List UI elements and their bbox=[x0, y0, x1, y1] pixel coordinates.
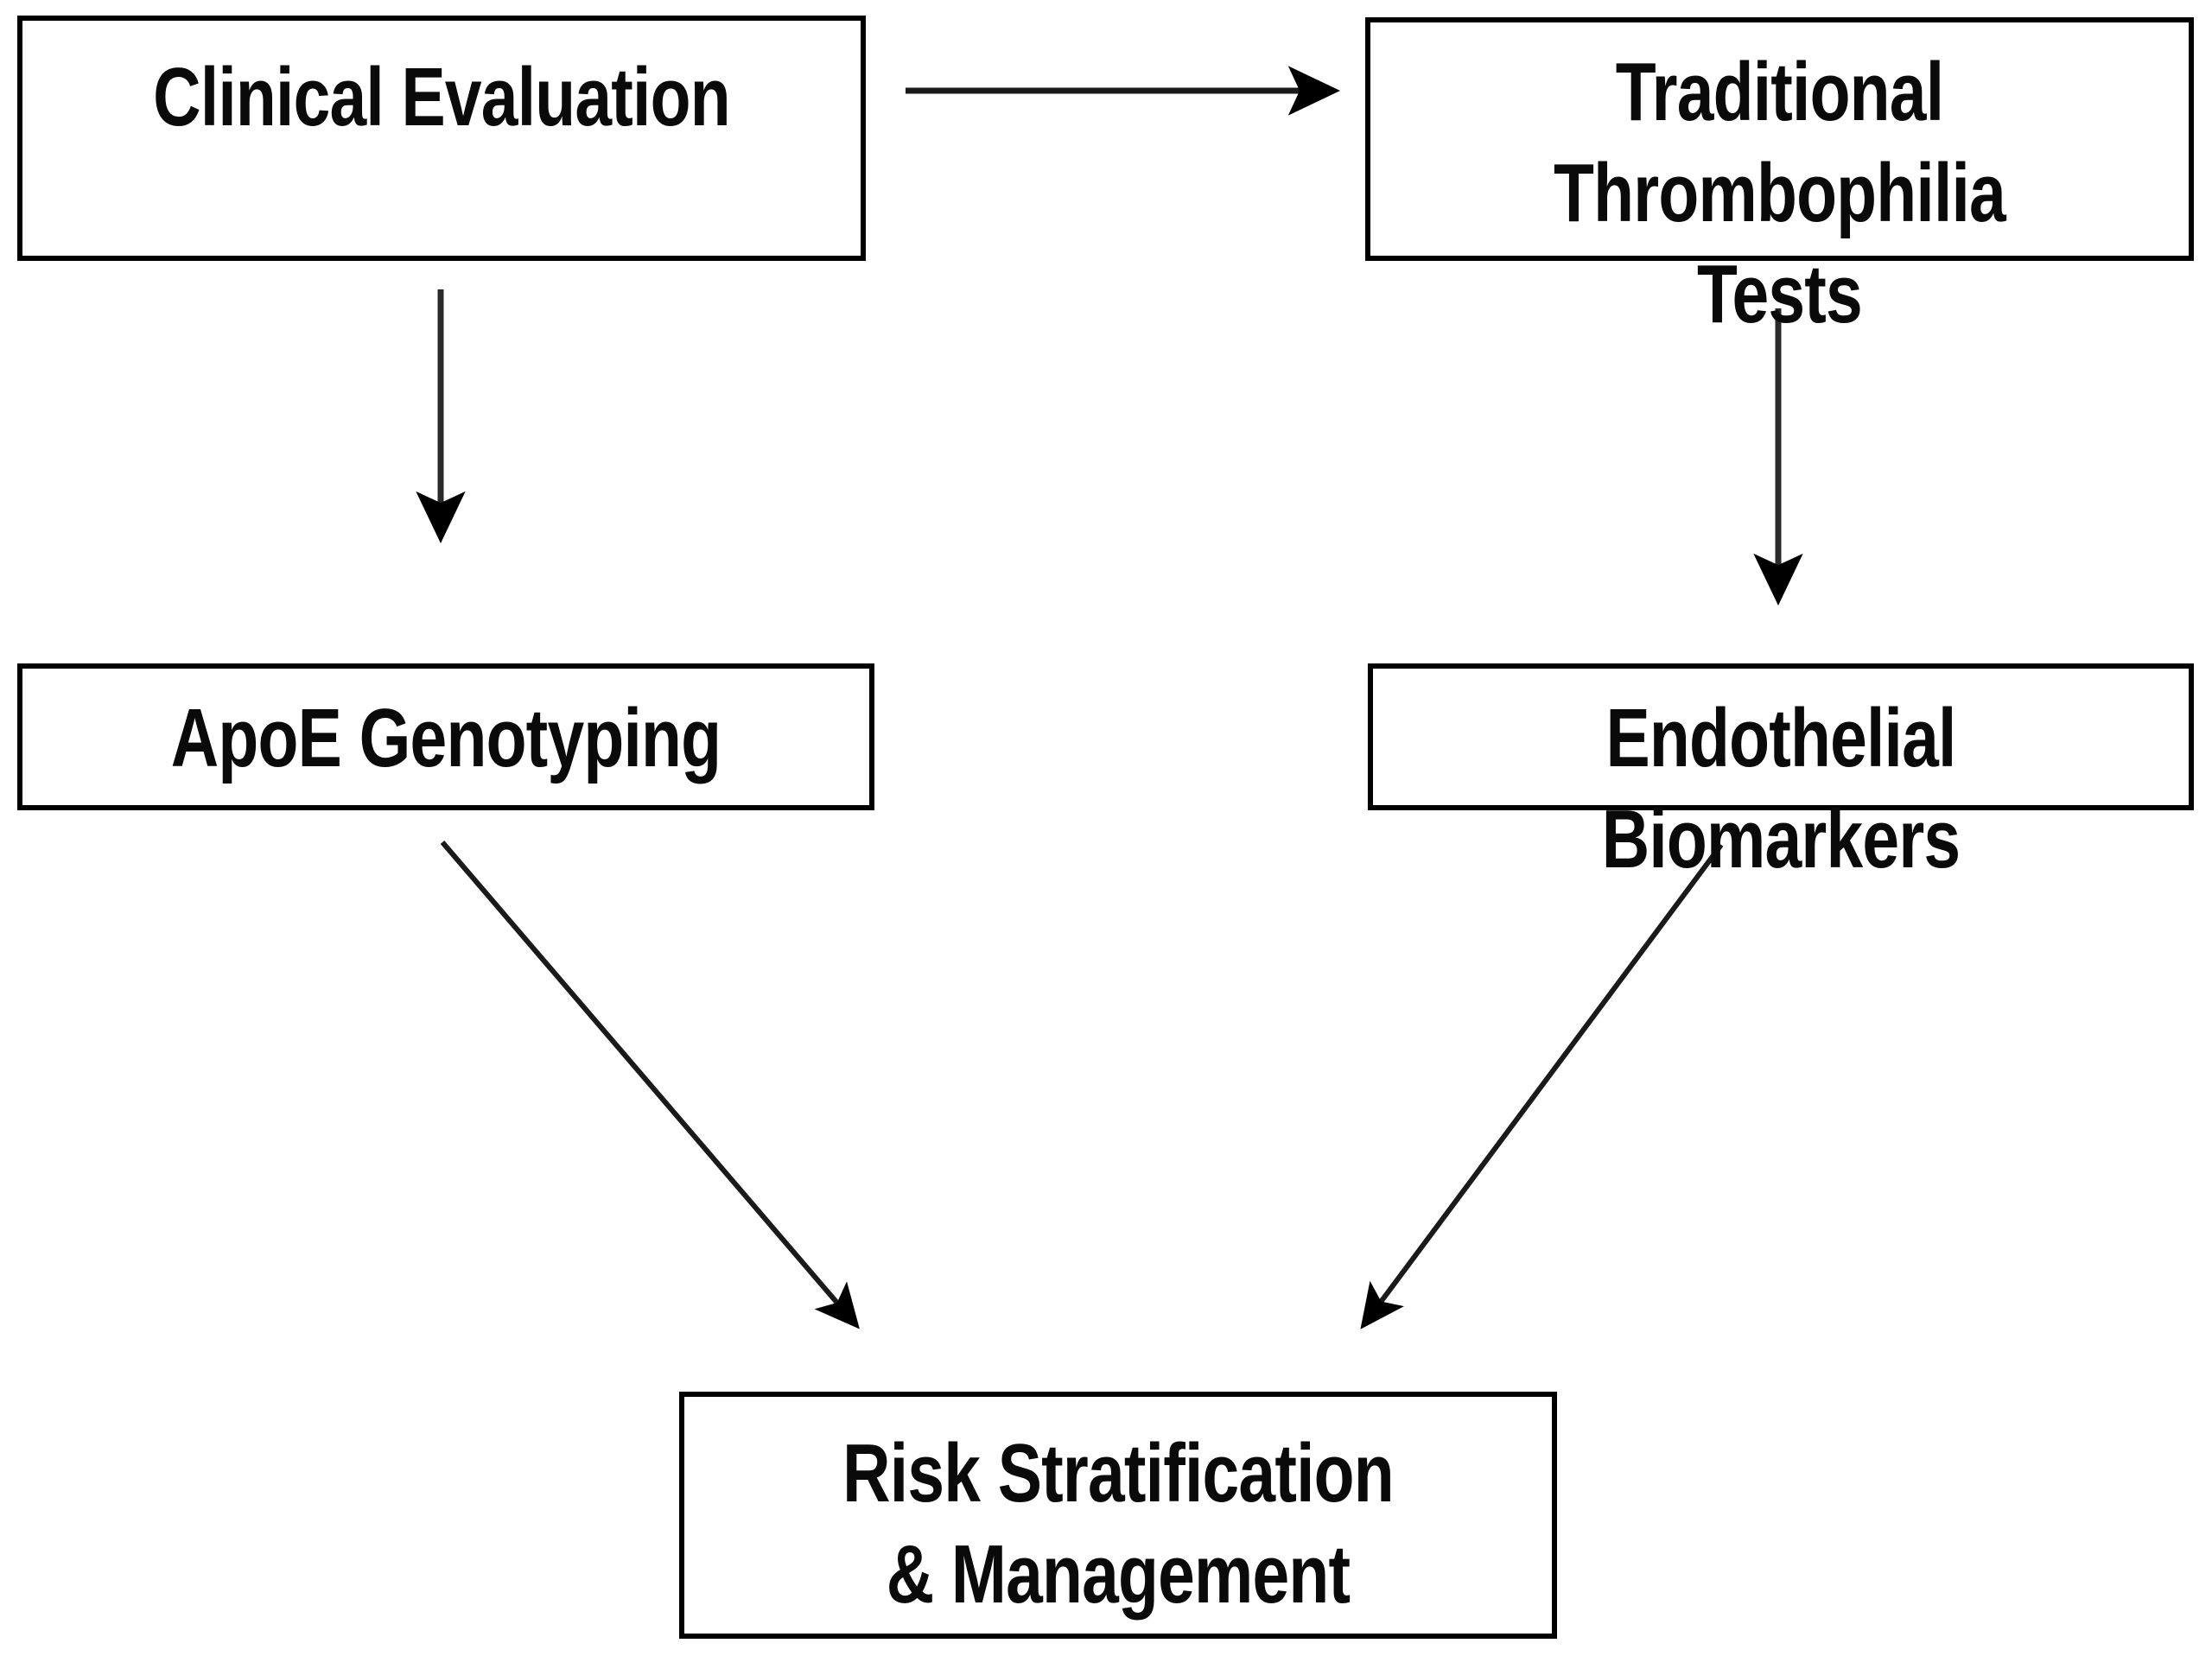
node-risk-stratification-label: Risk Stratification & Management bbox=[842, 1427, 1395, 1621]
node-endothelial-biomarkers[interactable]: Endothelial Biomarkers bbox=[1368, 663, 2194, 885]
node-apoe-genotyping-label: ApoE Genotyping bbox=[170, 692, 721, 784]
node-endothelial-biomarkers-label: Endothelial Biomarkers bbox=[1601, 692, 1961, 886]
edge-endothelial-to-risk bbox=[1360, 843, 1724, 1329]
node-clinical-evaluation-label: Clinical Evaluation bbox=[153, 51, 730, 143]
node-traditional-thrombophilia-tests[interactable]: Traditional Thrombophilia Tests bbox=[1365, 17, 2194, 340]
node-risk-stratification[interactable]: Risk Stratification & Management bbox=[679, 1392, 1557, 1639]
node-clinical-evaluation[interactable]: Clinical Evaluation bbox=[17, 16, 866, 261]
edge-apoe-to-risk bbox=[440, 841, 860, 1329]
node-apoe-genotyping[interactable]: ApoE Genotyping bbox=[17, 663, 874, 810]
node-traditional-thrombophilia-tests-label: Traditional Thrombophilia Tests bbox=[1554, 46, 2006, 341]
